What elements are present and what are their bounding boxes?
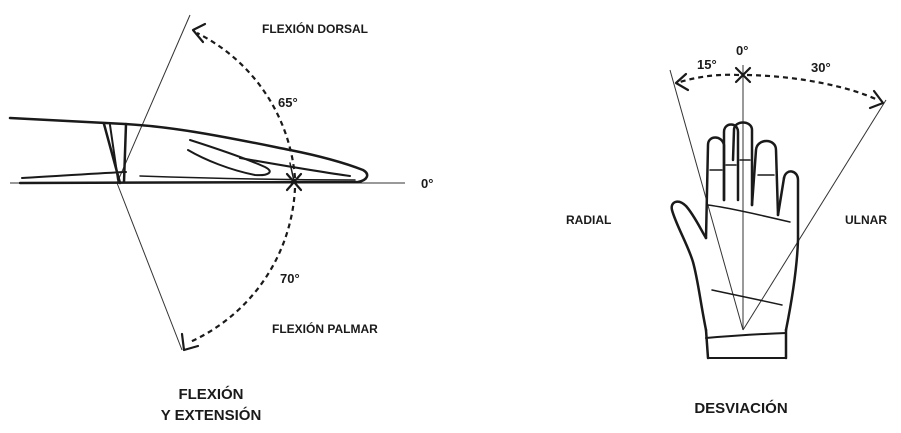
caption-flexion: FLEXIÓN bbox=[178, 385, 243, 403]
angle-palmar: 70° bbox=[280, 271, 300, 286]
radial-arc bbox=[680, 75, 739, 82]
palmar-guide-line bbox=[117, 183, 182, 350]
angle-zero-left: 0° bbox=[421, 176, 433, 191]
angle-dorsal: 65° bbox=[278, 95, 298, 110]
label-flexion-palmar: FLEXIÓN PALMAR bbox=[272, 321, 378, 336]
label-flexion-dorsal: FLEXIÓN DORSAL bbox=[262, 21, 368, 36]
hand-front-view bbox=[672, 123, 798, 359]
deviation-figure: 15° 0° 30° RADIAL ULNAR DESVIACIÓN bbox=[566, 43, 887, 417]
angle-zero-right: 0° bbox=[736, 43, 748, 58]
dorsal-guide-line bbox=[117, 15, 190, 183]
label-ulnar: ULNAR bbox=[845, 213, 887, 227]
palmar-arc bbox=[190, 188, 295, 342]
caption-desviacion: DESVIACIÓN bbox=[694, 399, 787, 417]
ulnar-arc bbox=[747, 75, 878, 100]
caption-extension: Y EXTENSIÓN bbox=[161, 406, 262, 424]
label-radial: RADIAL bbox=[566, 213, 611, 227]
angle-ulnar: 30° bbox=[811, 60, 831, 75]
hand-side-view bbox=[10, 118, 367, 183]
ulnar-arrowhead bbox=[870, 91, 883, 108]
angle-radial: 15° bbox=[697, 57, 717, 72]
palmar-arrowhead bbox=[182, 334, 198, 350]
flexion-extension-figure: FLEXIÓN DORSAL 65° 0° 70° FLEXIÓN PALMAR… bbox=[10, 15, 433, 424]
